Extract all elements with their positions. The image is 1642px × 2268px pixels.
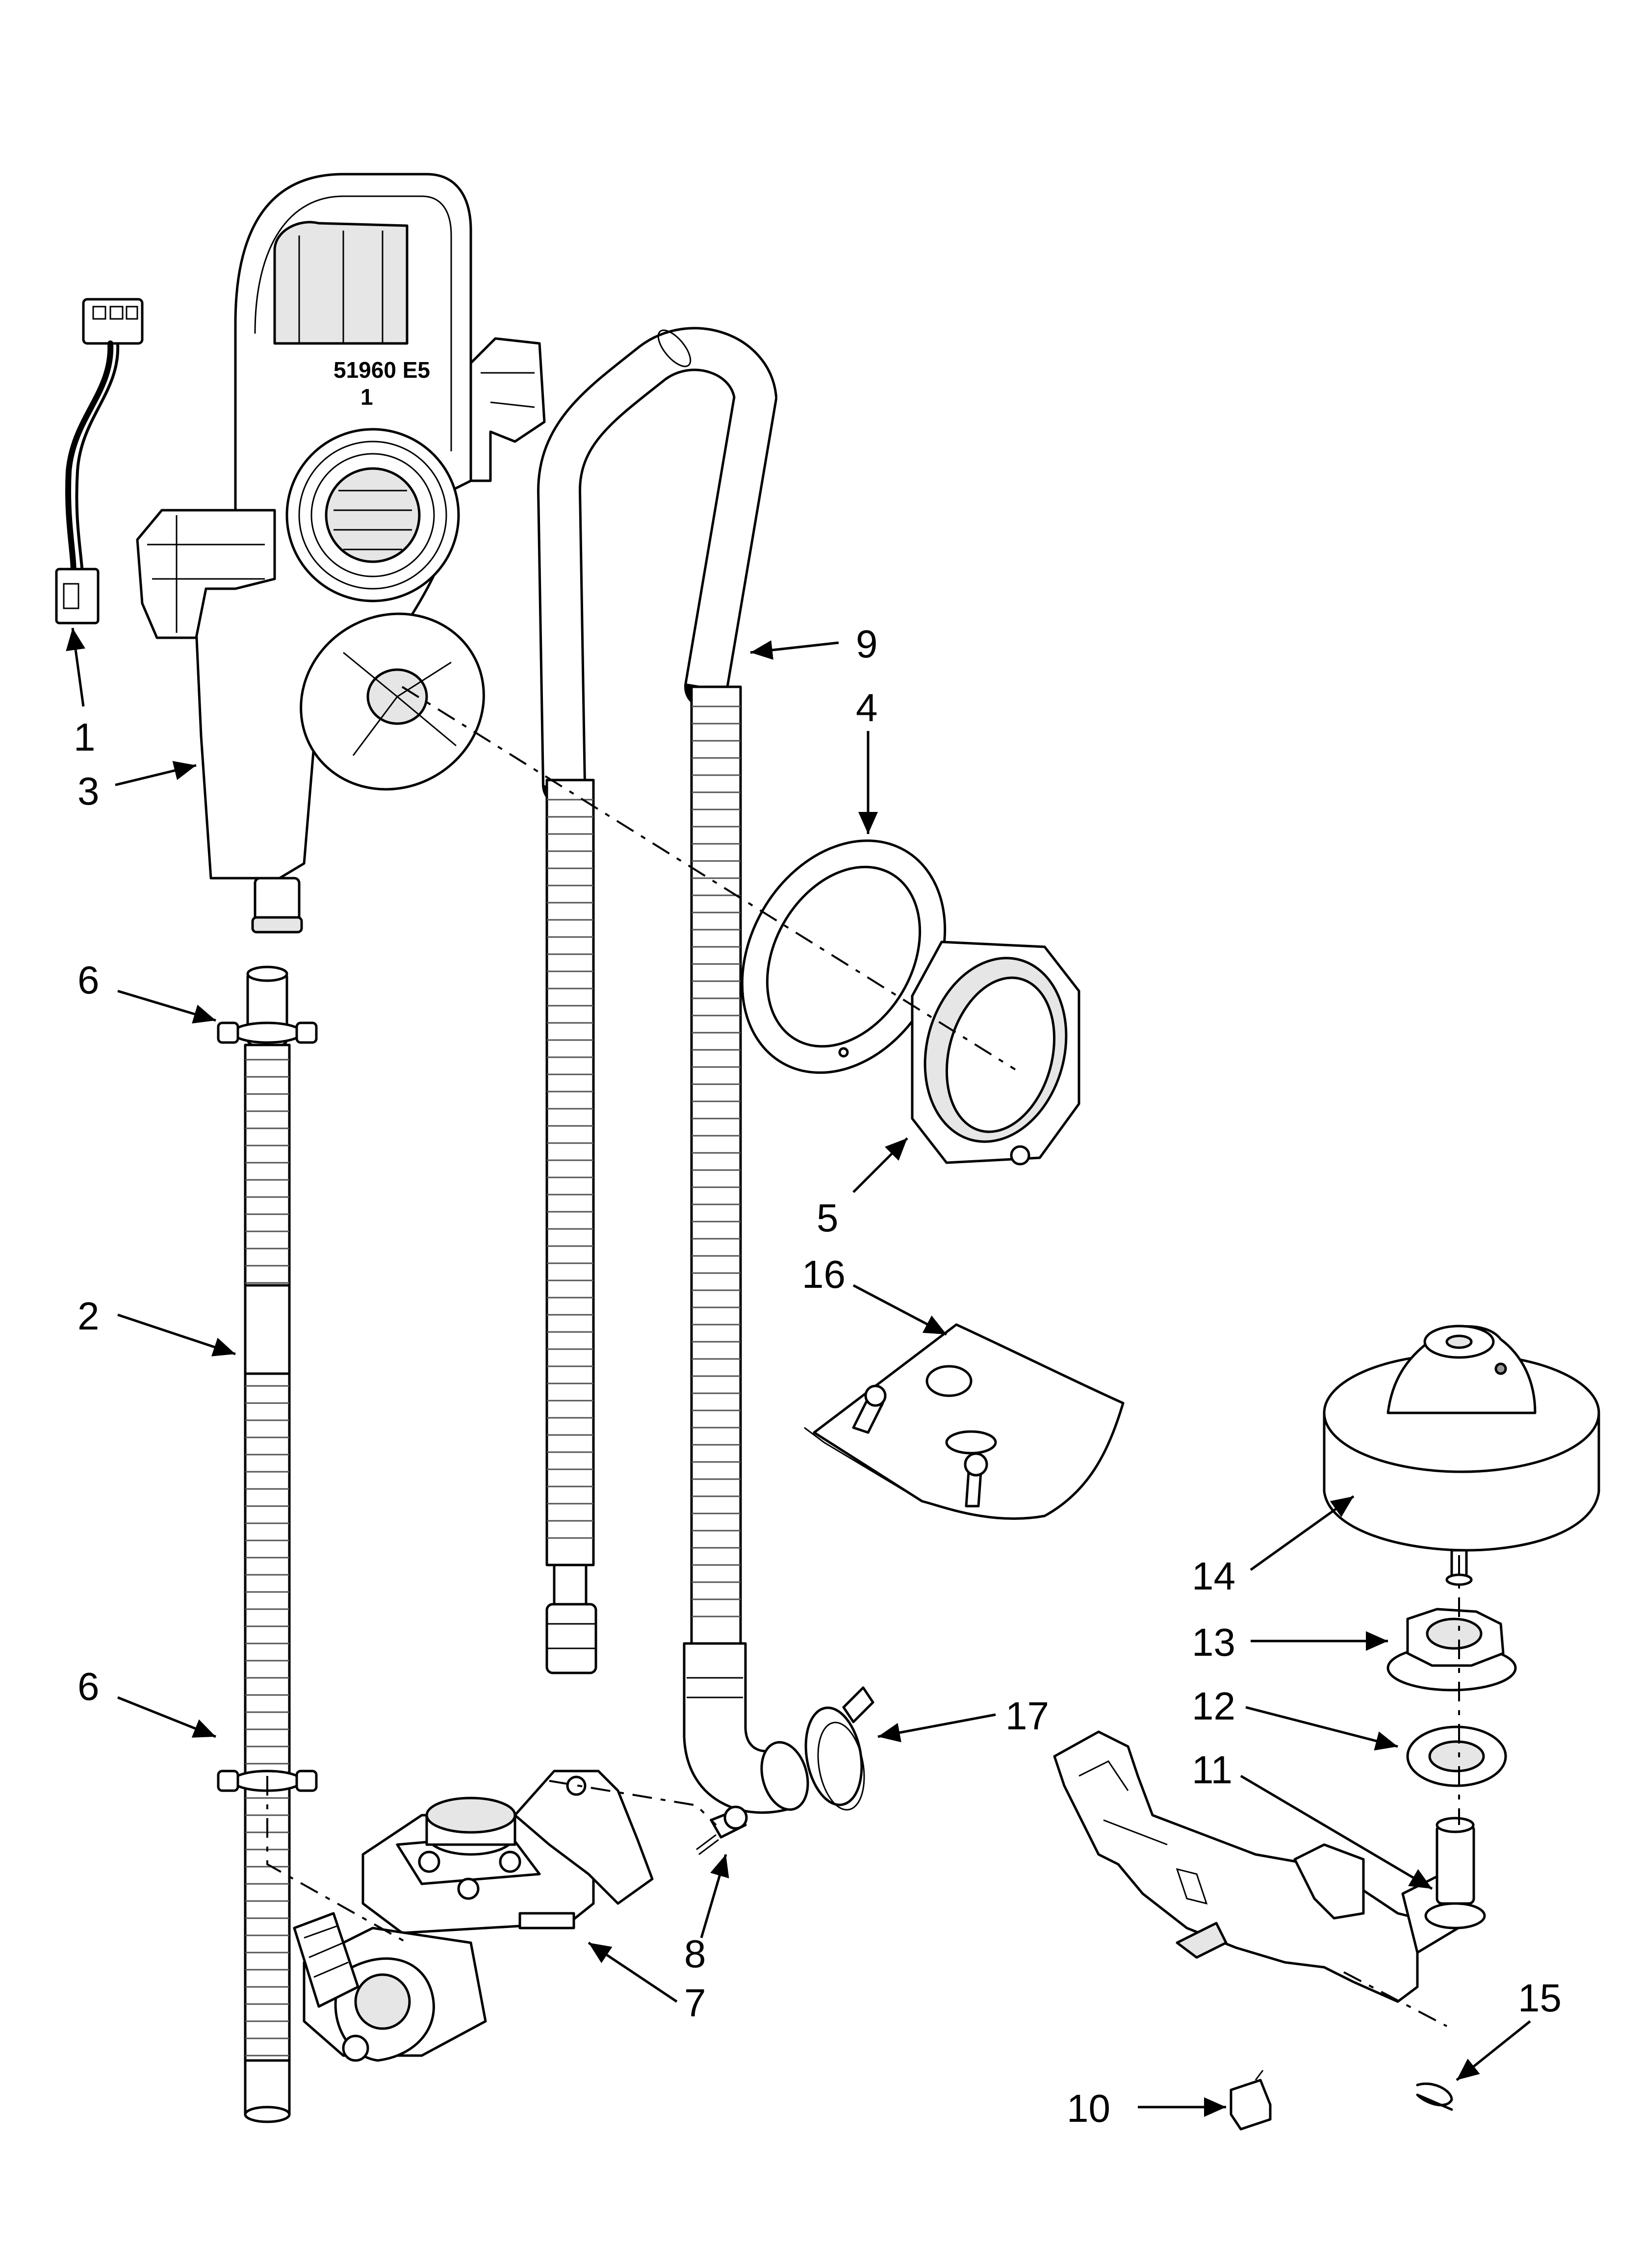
callout-6a: 6 xyxy=(77,958,100,1002)
callout-5: 5 xyxy=(817,1196,839,1240)
leader-17 xyxy=(877,1713,996,1743)
micro-switch-part xyxy=(1230,2070,1272,2131)
callout-15: 15 xyxy=(1518,1976,1562,2020)
washer-part xyxy=(1406,1725,1507,1787)
leader-9 xyxy=(750,640,839,660)
callout-4: 4 xyxy=(856,686,878,730)
hardware-bag-part xyxy=(804,1323,1125,1520)
hose-clamp-upper-part xyxy=(217,1021,318,1044)
callout-9: 9 xyxy=(856,622,878,666)
drain-hose-part xyxy=(537,327,809,1814)
leader-6a xyxy=(117,990,216,1024)
leader-6b xyxy=(117,1696,216,1738)
callout-16: 16 xyxy=(802,1252,846,1296)
callout-14: 14 xyxy=(1192,1554,1235,1598)
callout-2: 2 xyxy=(77,1294,100,1338)
retaining-clip-part xyxy=(1416,2082,1453,2111)
callout-8: 8 xyxy=(684,1932,706,1976)
callout-13: 13 xyxy=(1192,1620,1235,1664)
callout-labels: 1 2 3 4 5 6 6 7 8 9 10 11 12 13 14 15 16… xyxy=(74,622,1562,2130)
callout-10: 10 xyxy=(1067,2086,1110,2130)
vent-seal-part xyxy=(911,940,1080,1166)
leader-8 xyxy=(700,1854,729,1938)
float-part xyxy=(1323,1325,1600,1586)
leader-arrows xyxy=(66,627,1531,2117)
leader-14 xyxy=(1250,1495,1355,1571)
gasket-ring-part xyxy=(741,839,947,1074)
callout-6b: 6 xyxy=(77,1665,100,1708)
leader-1 xyxy=(66,627,85,707)
callout-7: 7 xyxy=(684,1981,706,2025)
callout-12: 12 xyxy=(1192,1684,1235,1728)
housing-stamp-number: 1 xyxy=(360,384,373,410)
leader-5 xyxy=(852,1137,908,1193)
leader-16 xyxy=(852,1284,948,1336)
screw-part xyxy=(696,1805,748,1855)
water-valve-part xyxy=(293,1770,654,2062)
leader-15 xyxy=(1456,2020,1531,2081)
callout-11: 11 xyxy=(1192,1748,1232,1792)
vent-housing-part: 51960 E5 1 xyxy=(136,173,546,934)
leader-7 xyxy=(588,1941,678,2003)
housing-stamp-code: 51960 E5 xyxy=(334,357,430,383)
callout-1: 1 xyxy=(74,715,96,759)
wire-harness-part xyxy=(55,298,144,625)
assembly-lines xyxy=(266,686,1460,2027)
fill-hose-part xyxy=(244,965,291,2123)
spring-clamp-part xyxy=(804,1686,874,1811)
leader-3 xyxy=(115,761,197,786)
callout-3: 3 xyxy=(77,769,100,813)
callout-17: 17 xyxy=(1005,1694,1049,1738)
leader-11 xyxy=(1240,1774,1433,1890)
leader-12 xyxy=(1245,1706,1398,1751)
leader-2 xyxy=(117,1313,236,1356)
hex-nut-part xyxy=(1386,1608,1517,1692)
